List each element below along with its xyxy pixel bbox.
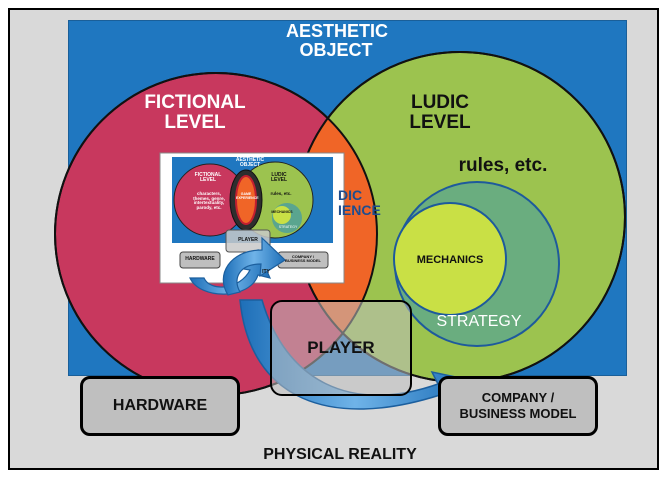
company-business-model-box: COMPANY / BUSINESS MODEL	[438, 376, 598, 436]
mechanics-label: MECHANICS	[416, 254, 484, 266]
diagram-thumbnail	[159, 152, 345, 284]
player-label: PLAYER	[307, 338, 375, 357]
thumb-game-experience: GAME EXPERIENCE	[236, 192, 259, 200]
thumb-title: AESTHETIC OBJECT	[235, 157, 265, 169]
thumb-strategy: STRATEGY	[278, 225, 298, 229]
thumb-ludic-label: LUDIC LEVEL	[270, 172, 288, 184]
hardware-box: HARDWARE	[80, 376, 240, 436]
company-business-model-label: COMPANY / BUSINESS MODEL	[459, 389, 577, 421]
hardware-label: HARDWARE	[112, 397, 208, 414]
game-experience-label-fragment: DIC IENCE	[338, 187, 381, 218]
ludic-level-label: LUDIC LEVEL	[409, 92, 471, 133]
aesthetic-object-title: AESTHETIC OBJECT	[286, 21, 389, 60]
thumb-rules-label: rules, etc.	[270, 191, 292, 196]
physical-reality-label: PHYSICAL REALITY	[263, 446, 417, 463]
thumb-company: COMPANY / BUSINESS MODEL	[284, 254, 321, 264]
player-box: PLAYER	[270, 300, 412, 396]
thumb-reality: ITY	[262, 269, 270, 275]
strategy-label: STRATEGY	[436, 313, 522, 330]
thumb-mechanics: MECHANICS	[271, 210, 293, 214]
fictional-level-label: FICTIONAL LEVEL	[144, 92, 246, 133]
arrow-loop-right	[222, 236, 286, 296]
rules-label: rules, etc.	[458, 155, 548, 176]
thumb-hardware: HARDWARE	[185, 256, 215, 262]
mechanics-circle	[393, 202, 507, 316]
thumb-fictional-items: characters, themes, genre, intertextuali…	[193, 191, 225, 211]
thumb-fictional-label: FICTIONAL LEVEL	[194, 172, 222, 184]
thumb-player: PLAYER	[238, 237, 258, 243]
